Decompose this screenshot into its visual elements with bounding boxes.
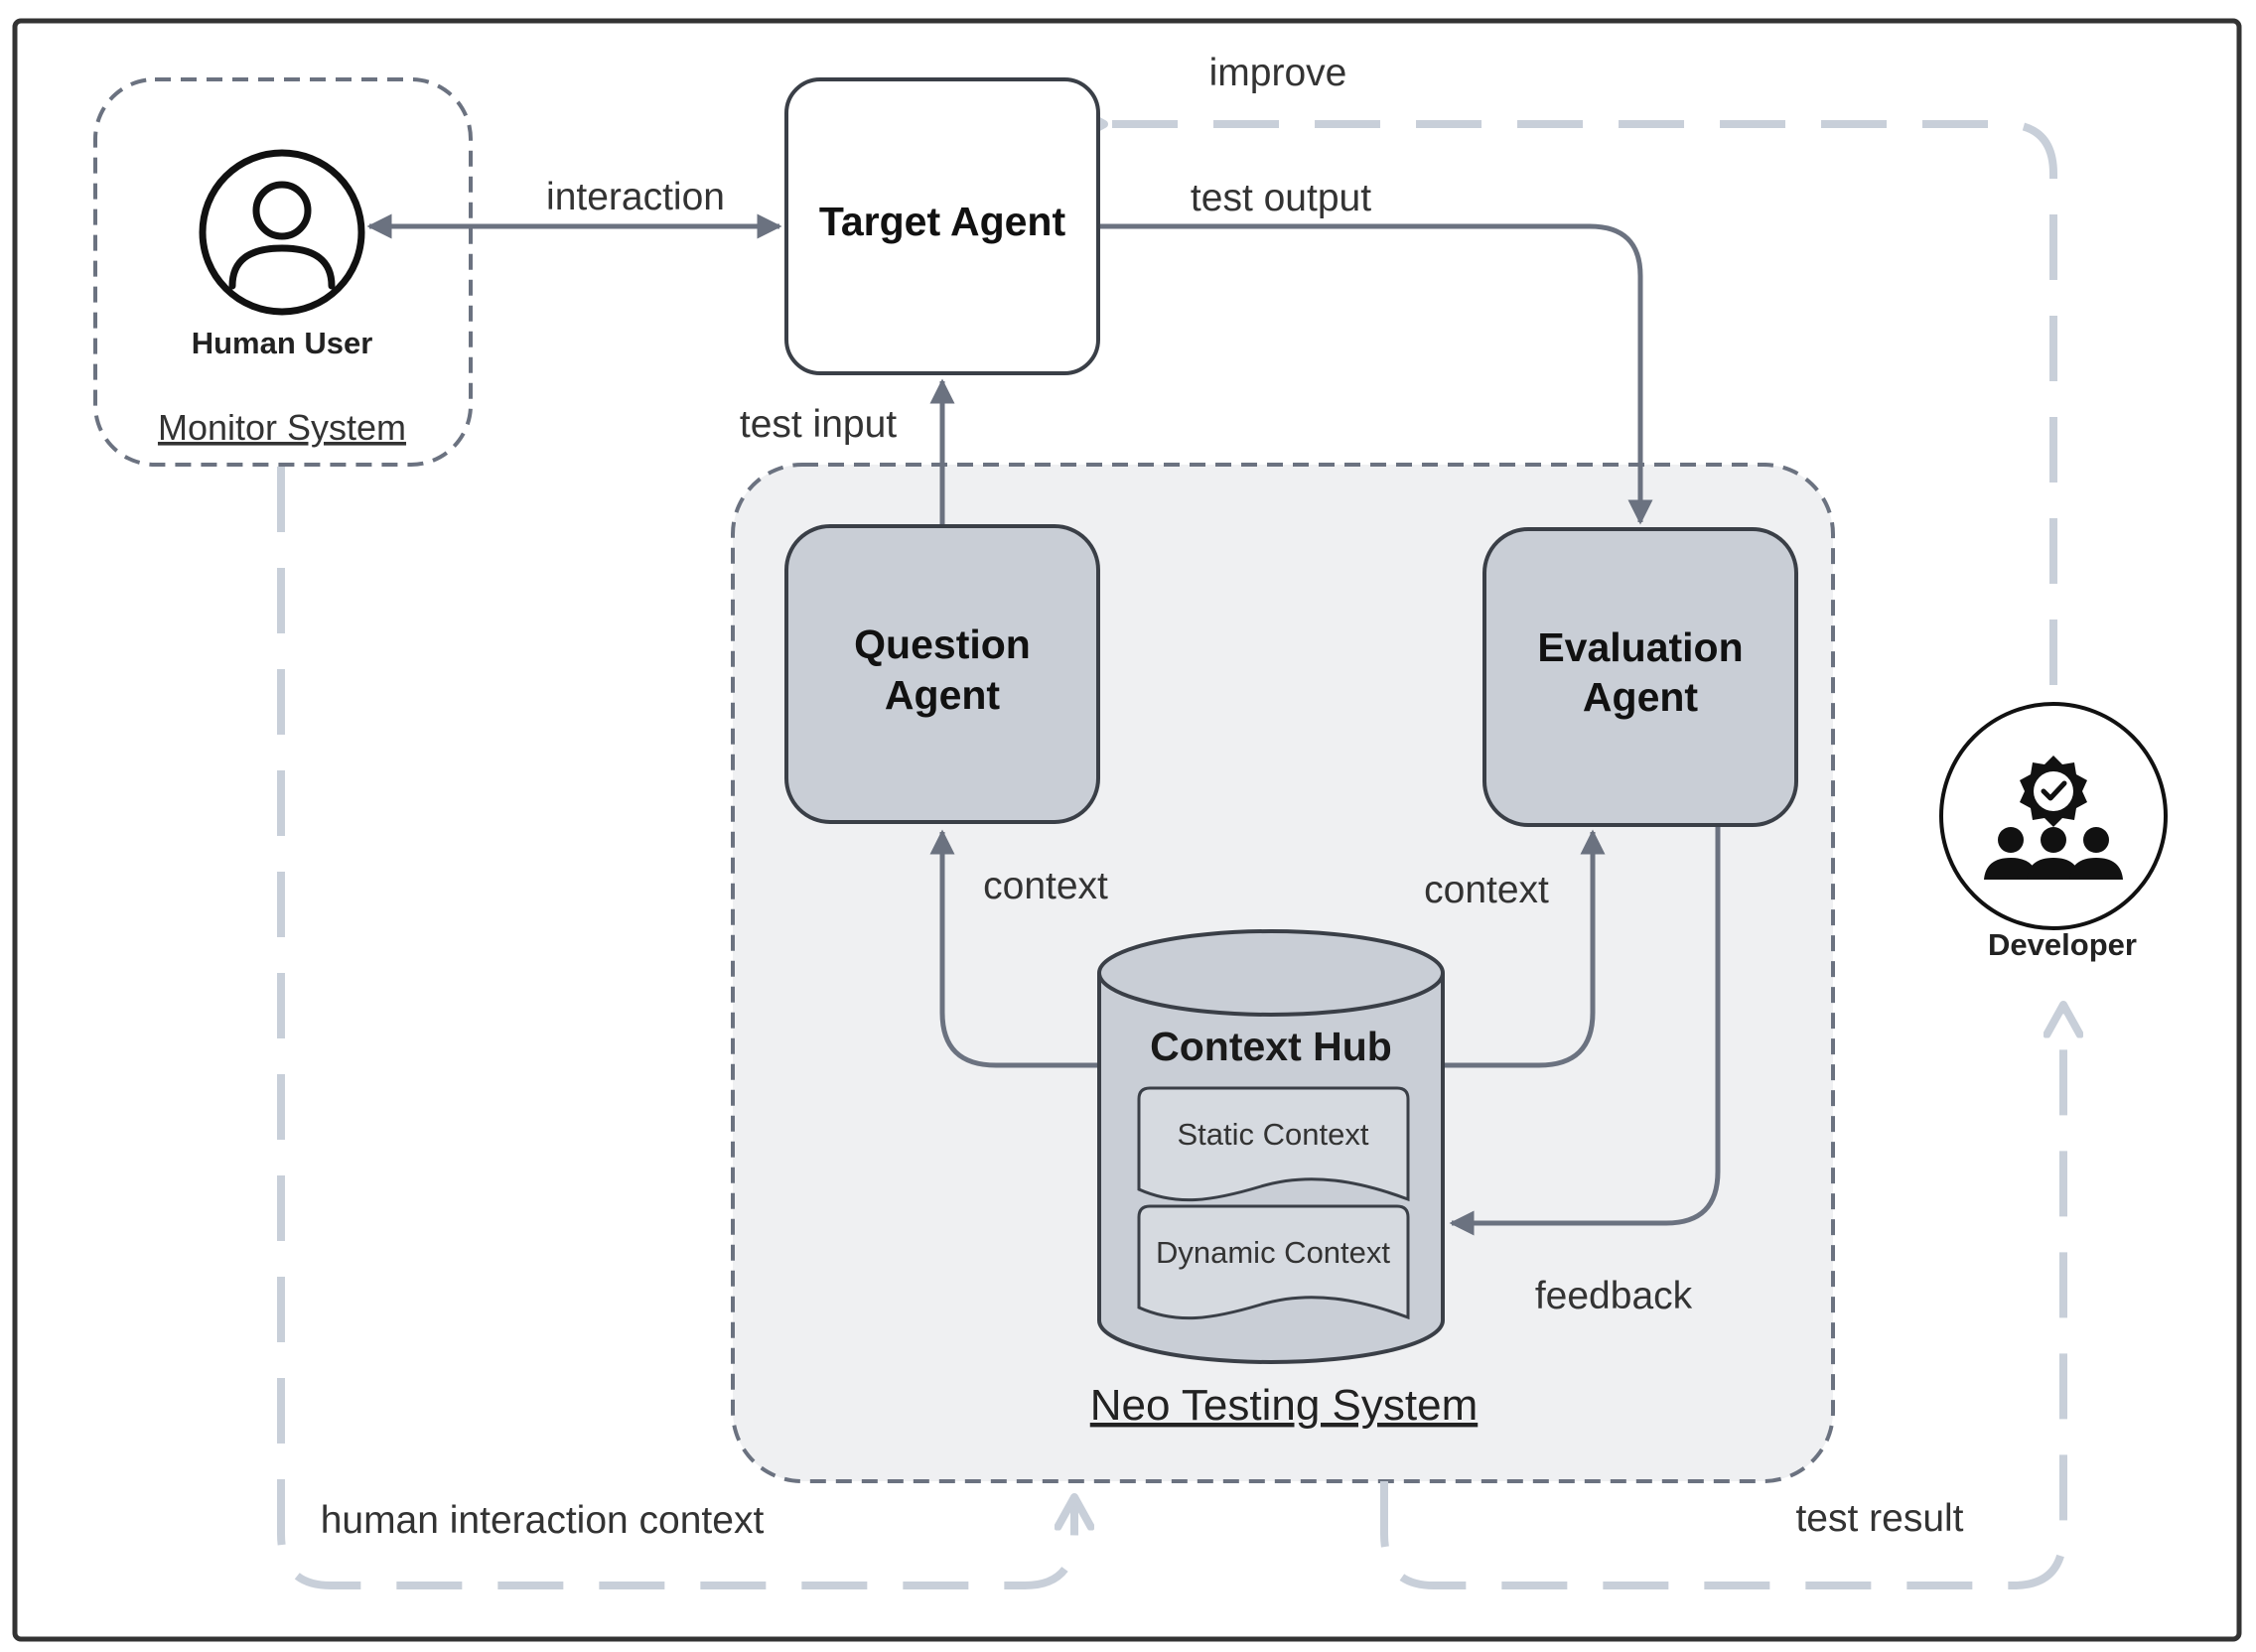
context-hub-node: Context Hub Static Context Dynamic Conte… xyxy=(1097,929,1445,1364)
context-right-label: context xyxy=(1424,869,1549,911)
human-interaction-context-label: human interaction context xyxy=(321,1499,765,1542)
question-agent-label-line2: Agent xyxy=(885,672,1001,718)
test-input-label: test input xyxy=(740,403,897,446)
target-agent-label: Target Agent xyxy=(819,199,1066,244)
interaction-label: interaction xyxy=(546,176,725,218)
evaluation-agent-label-line2: Agent xyxy=(1583,674,1699,720)
improve-label: improve xyxy=(1209,52,1347,94)
user-icon xyxy=(199,149,365,316)
test-output-arrow xyxy=(1098,223,1653,525)
target-agent-node xyxy=(784,77,1100,375)
neo-testing-system-title: Neo Testing System xyxy=(1090,1381,1478,1430)
context-left-arrow xyxy=(929,829,1097,1068)
context-right-arrow xyxy=(1443,829,1606,1068)
monitor-system-title: Monitor System xyxy=(158,407,406,448)
question-agent-node xyxy=(784,524,1100,824)
developer-label: Developer xyxy=(1988,927,2137,962)
static-context-doc xyxy=(1137,1086,1410,1202)
static-context-label: Static Context xyxy=(1178,1117,1369,1152)
context-left-label: context xyxy=(983,865,1108,907)
improve-flow xyxy=(1104,120,2057,685)
test-result-flow xyxy=(1380,1005,2063,1589)
test-output-label: test output xyxy=(1191,177,1371,219)
evaluation-agent-node xyxy=(1482,527,1798,827)
context-hub-top xyxy=(1097,929,1445,1017)
evaluation-agent-label-line1: Evaluation xyxy=(1537,624,1743,670)
context-hub-label: Context Hub xyxy=(1150,1024,1392,1069)
dynamic-context-label: Dynamic Context xyxy=(1156,1235,1390,1270)
dynamic-context-doc xyxy=(1137,1204,1410,1320)
feedback-arrow xyxy=(1449,826,1721,1236)
feedback-label: feedback xyxy=(1535,1275,1693,1317)
question-agent-label-line1: Question xyxy=(854,621,1031,667)
human-user-label: Human User xyxy=(192,326,373,360)
team-badge-icon xyxy=(1939,702,2168,930)
test-result-label: test result xyxy=(1795,1497,1963,1540)
